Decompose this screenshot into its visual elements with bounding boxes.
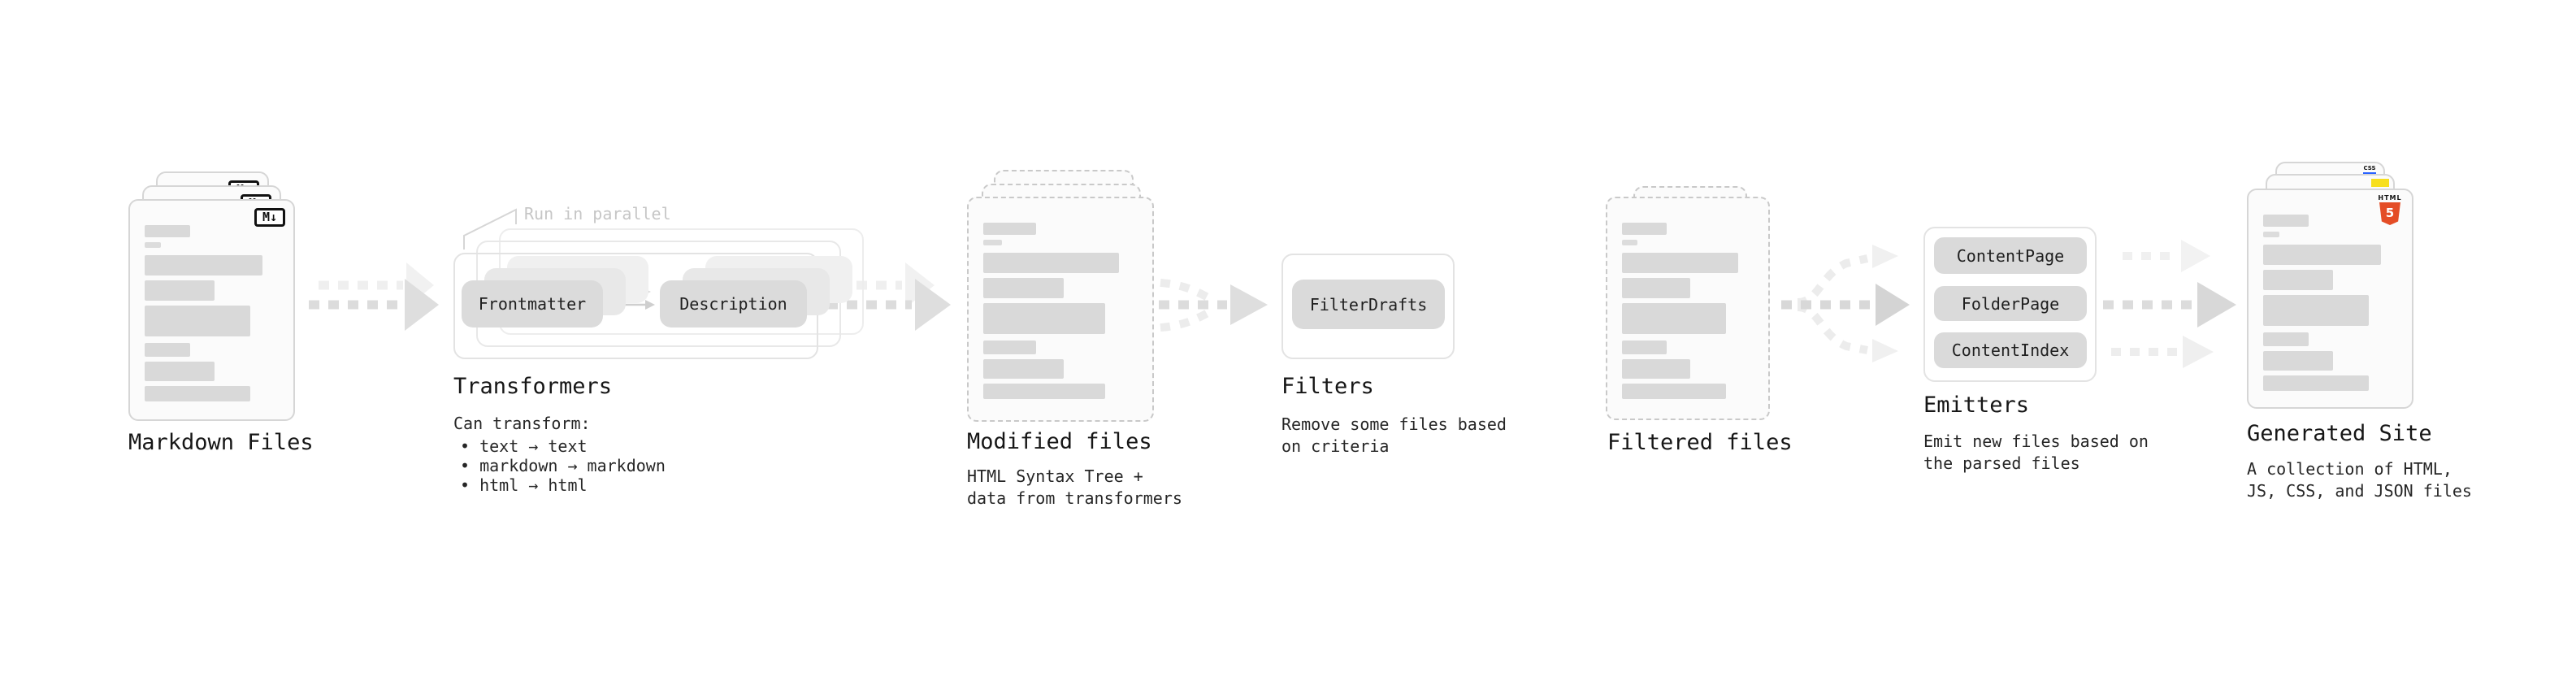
filter-drafts-pill: FilterDrafts <box>1292 280 1445 329</box>
emitters-desc-2: the parsed files <box>1923 453 2080 473</box>
modified-files-desc-1: HTML Syntax Tree + <box>967 466 1143 486</box>
filters-desc-1: Remove some files based <box>1281 414 1507 434</box>
emitters-label: Emitters <box>1923 393 2030 418</box>
transformers-label: Transformers <box>453 374 613 399</box>
document-content-placeholder <box>1607 198 1768 399</box>
html5-icon-label: HTML <box>2378 194 2402 202</box>
content-page-pill: ContentPage <box>1934 237 2087 274</box>
description-pill: Description <box>660 280 807 327</box>
arrow-emitters-to-site <box>2103 240 2236 368</box>
transformers-bullet-3: • html → html <box>460 475 588 495</box>
transformers-desc-title: Can transform: <box>453 414 591 433</box>
html5-icon-number: 5 <box>2385 205 2395 220</box>
filtered-files-label: Filtered files <box>1607 430 1793 455</box>
run-in-parallel-annotation: Run in parallel <box>524 204 671 223</box>
generated-site-desc-1: A collection of HTML, <box>2247 459 2452 479</box>
document-content-placeholder <box>2249 190 2412 391</box>
markdown-icon: M↓ <box>254 208 285 227</box>
document-content-placeholder <box>969 198 1152 399</box>
markdown-file-front: M↓ <box>128 199 295 421</box>
filters-label: Filters <box>1281 374 1374 399</box>
html5-icon-shield: 5 <box>2379 202 2400 225</box>
js-icon <box>2371 179 2389 187</box>
folder-page-pill: FolderPage <box>1934 286 2087 321</box>
css-icon: CSS <box>2362 166 2377 175</box>
frontmatter-pill: Frontmatter <box>462 280 603 327</box>
generated-site-label: Generated Site <box>2247 421 2432 446</box>
filters-desc-2: on criteria <box>1281 436 1390 456</box>
document-content-placeholder <box>130 201 293 401</box>
transformers-bullet-1: • text → text <box>460 436 588 456</box>
arrow-modified-to-filters <box>1139 278 1268 332</box>
modified-file-front <box>967 197 1154 422</box>
arrow-filtered-to-emitters <box>1781 245 1910 362</box>
css-icon-underline <box>2363 172 2376 175</box>
filtered-file-front <box>1606 197 1770 420</box>
modified-files-desc-2: data from transformers <box>967 488 1182 508</box>
transformers-bullet-2: • markdown → markdown <box>460 456 666 475</box>
emitters-desc-1: Emit new files based on <box>1923 432 2149 451</box>
modified-files-label: Modified files <box>967 429 1152 454</box>
generated-site-desc-2: JS, CSS, and JSON files <box>2247 481 2472 501</box>
markdown-files-label: Markdown Files <box>128 430 314 455</box>
site-file-html: HTML 5 <box>2247 189 2413 409</box>
content-index-pill: ContentIndex <box>1934 332 2087 368</box>
html5-icon: HTML 5 <box>2378 194 2402 225</box>
arrow-markdown-to-transformers <box>309 262 439 331</box>
css-icon-label: CSS <box>2363 165 2376 171</box>
